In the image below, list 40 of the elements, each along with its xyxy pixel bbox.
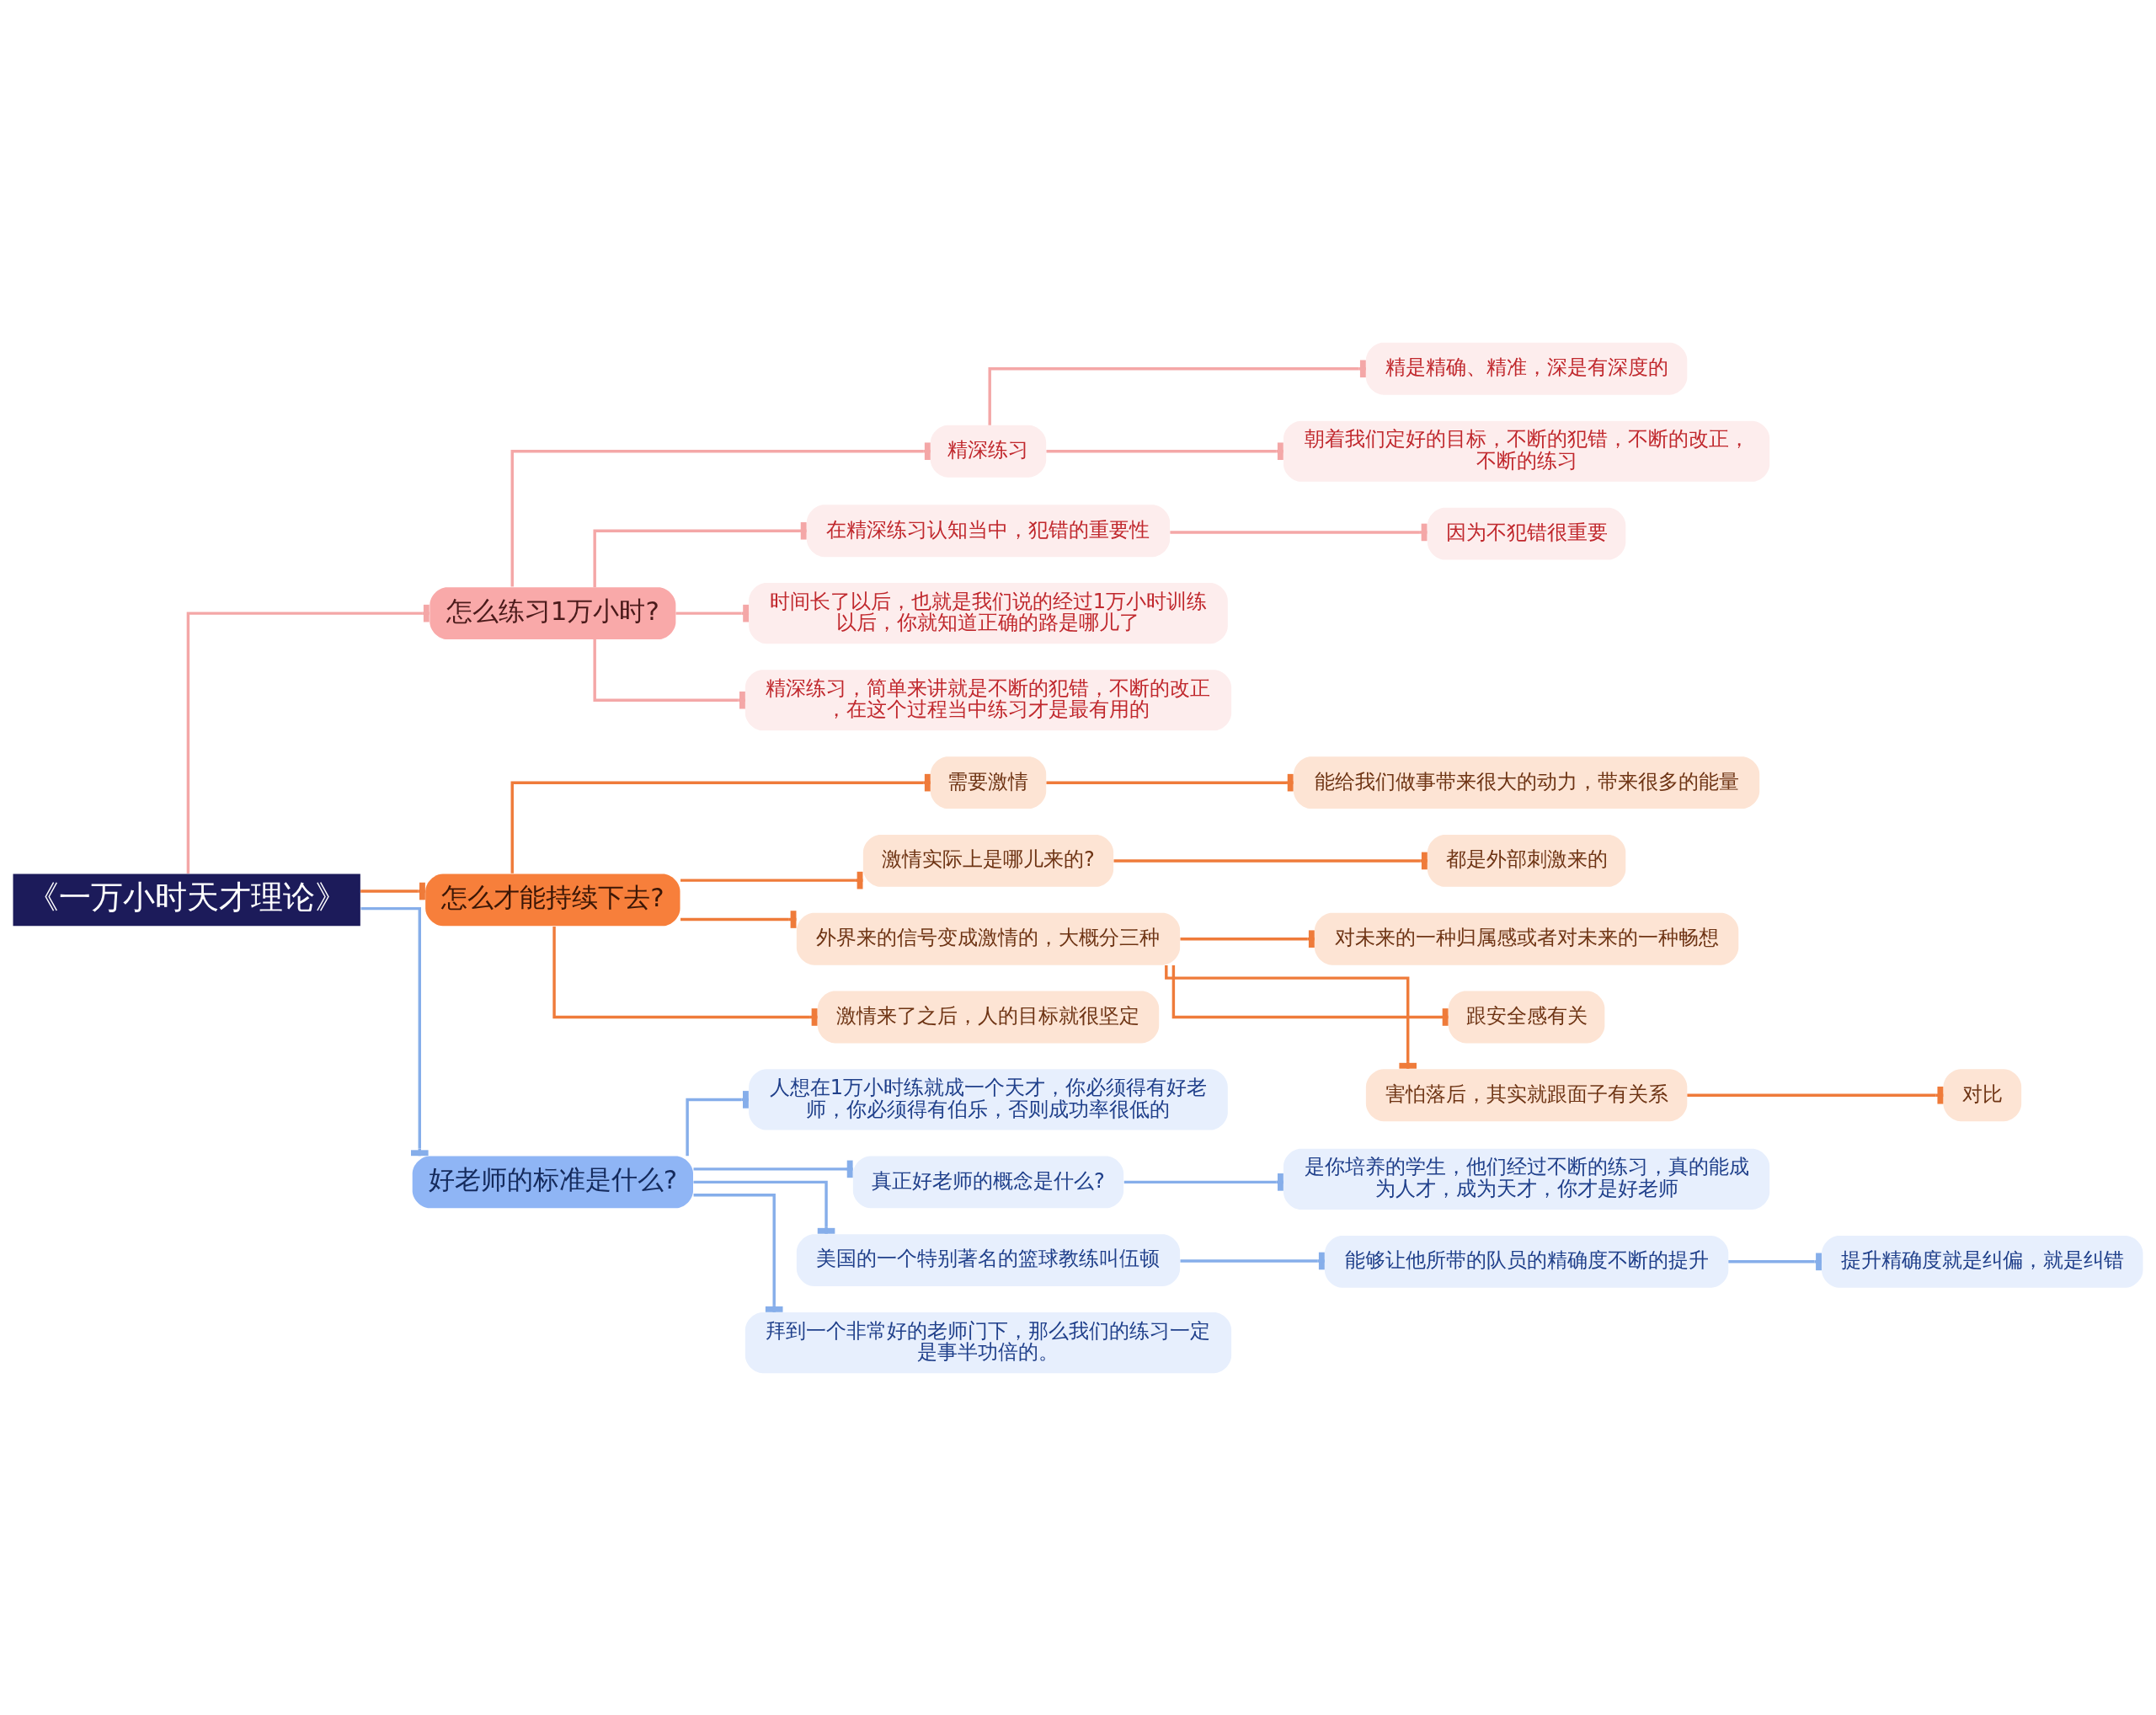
node-box: 跟安全感有关 bbox=[1448, 991, 1605, 1043]
node-box: 怎么才能持续下去? bbox=[425, 873, 680, 926]
node-box: 能给我们做事带来很大的动力，带来很多的能量 bbox=[1294, 756, 1760, 809]
node-box: 害怕落后，其实就跟面子有关系 bbox=[1365, 1068, 1688, 1121]
node-box: 时间长了以后，也就是我们说的经过1万小时训练以后，你就知道正确的路是哪儿了 bbox=[749, 582, 1228, 644]
node-box: 需要激情 bbox=[930, 756, 1047, 809]
node-box: 是你培养的学生，他们经过不断的练习，真的能成为人才，成为天才，你才是好老师 bbox=[1283, 1148, 1770, 1210]
connector bbox=[686, 1090, 749, 1156]
node-box: 好老师的标准是什么? bbox=[412, 1155, 693, 1208]
node-box: 能够让他所带的队员的精确度不断的提升 bbox=[1324, 1235, 1729, 1288]
connector bbox=[1180, 929, 1315, 948]
connector bbox=[1165, 964, 1417, 1069]
node-box: 朝着我们定好的目标，不断的犯错，不断的改正，不断的练习 bbox=[1283, 420, 1770, 482]
node-box: 美国的一个特别著名的篮球教练叫伍顿 bbox=[796, 1233, 1181, 1286]
connector bbox=[510, 441, 931, 586]
node-box: 提升精确度就是纠偏，就是纠错 bbox=[1822, 1235, 2143, 1288]
connector bbox=[552, 926, 818, 1026]
node-box: 激情来了之后，人的目标就很坚定 bbox=[817, 991, 1160, 1043]
node-box: 因为不犯错很重要 bbox=[1427, 507, 1626, 560]
node-box: 精是精确、精准，深是有深度的 bbox=[1365, 342, 1688, 395]
node-box: 都是外部刺激来的 bbox=[1427, 834, 1626, 887]
connector bbox=[1171, 964, 1449, 1026]
connector bbox=[593, 638, 745, 709]
node-box: 精深练习，简单来讲就是不断的犯错，不断的改正，在这个过程当中练习才是最有用的 bbox=[744, 669, 1232, 730]
connector bbox=[593, 521, 807, 587]
node-box: 《一万小时天才理论》 bbox=[13, 873, 360, 926]
connector bbox=[1046, 441, 1283, 460]
node-box: 怎么练习1万小时? bbox=[430, 586, 676, 639]
connector bbox=[1123, 1173, 1283, 1191]
connector bbox=[988, 360, 1366, 425]
node-box: 拜到一个非常好的老师门下，那么我们的练习一定是事半功倍的。 bbox=[744, 1312, 1232, 1373]
connector bbox=[693, 1193, 783, 1312]
node-box: 对比 bbox=[1943, 1068, 2022, 1121]
node-box: 外界来的信号变成激情的，大概分三种 bbox=[796, 912, 1181, 965]
node-box: 在精深练习认知当中，犯错的重要性 bbox=[806, 504, 1171, 557]
node-box: 对未来的一种归属感或者对未来的一种畅想 bbox=[1314, 912, 1739, 965]
node-box: 真正好老师的概念是什么? bbox=[852, 1155, 1124, 1208]
node-box: 人想在1万小时练就成一个天才，你必须得有好老师，你必须得有伯乐，否则成功率很低的 bbox=[749, 1068, 1228, 1130]
node-box: 激情实际上是哪儿来的? bbox=[862, 834, 1114, 887]
node-box: 精深练习 bbox=[930, 425, 1047, 478]
